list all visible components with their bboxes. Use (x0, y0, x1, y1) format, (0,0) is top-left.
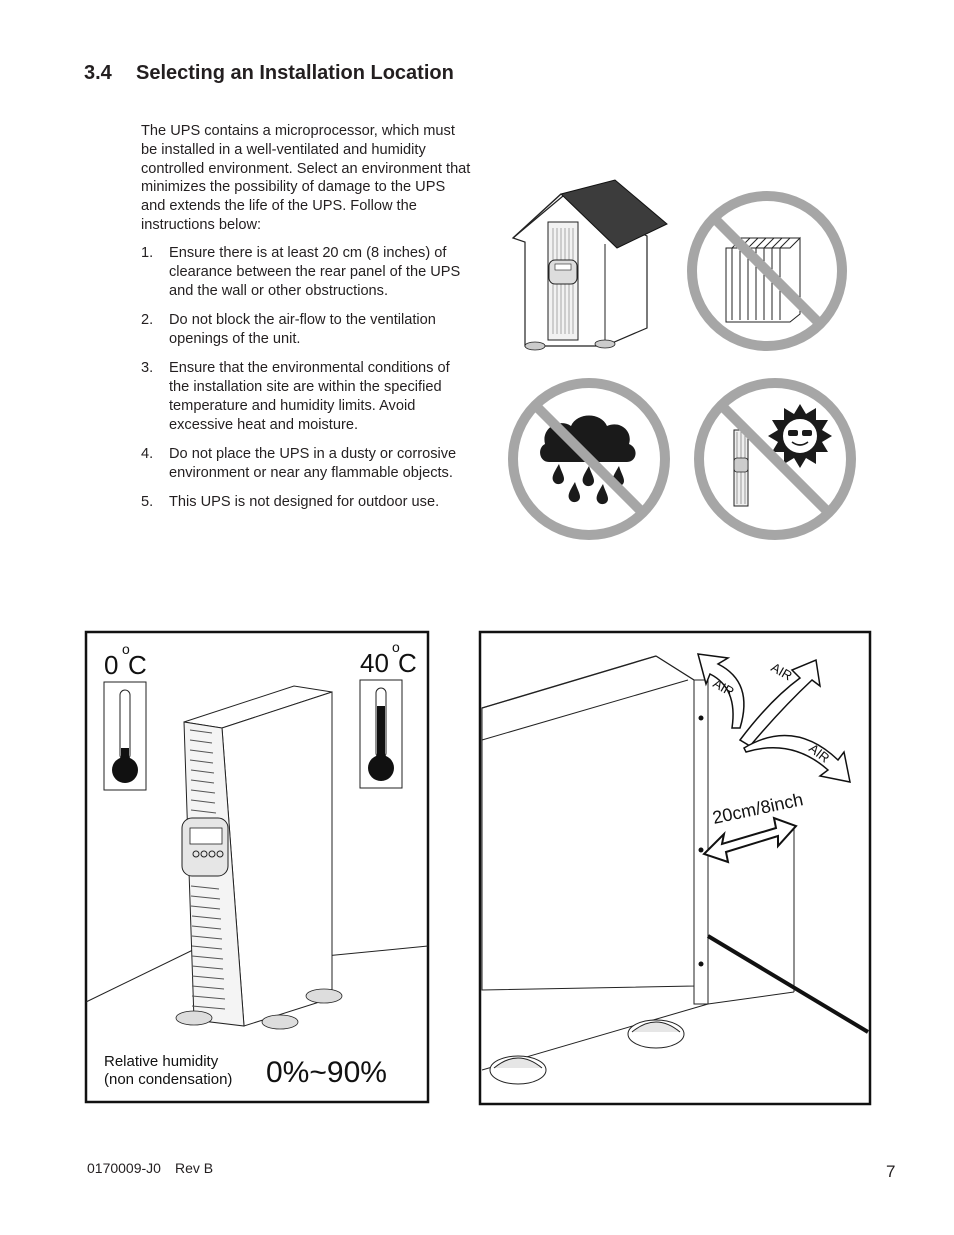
item-number: 5. (141, 494, 154, 511)
temp-high-unit: C (398, 648, 417, 678)
list-item: 3. Ensure that the environmental conditio… (141, 359, 473, 434)
humidity-range: 0%~90% (266, 1056, 387, 1089)
no-radiator-icon (687, 191, 847, 351)
clearance-figure: 20cm/8inch AIR AIR AIR (478, 630, 872, 1106)
thermometer-icon (359, 679, 403, 789)
airflow-arrow-icon (696, 653, 851, 783)
section-heading: 3.4 Selecting an Installation Location (84, 62, 454, 85)
list-item: 1. Ensure there is at least 20 cm (8 inch… (141, 244, 473, 300)
item-number: 1. (141, 245, 154, 261)
ups-foot-icon (489, 1055, 547, 1085)
degree-symbol: o (392, 639, 400, 655)
footer-document-code: 0170009-J0 Rev B (87, 1160, 213, 1176)
item-number: 2. (141, 311, 154, 328)
page-number: 7 (886, 1162, 896, 1181)
ups-foot-icon (627, 1019, 685, 1049)
item-text: Do not block the air-flow to the ventila… (169, 311, 436, 347)
degree-symbol: o (122, 641, 130, 657)
humidity-label-line1: Relative humidity (104, 1053, 219, 1070)
clearance-arrow-icon (702, 816, 798, 864)
list-item: 5. This UPS is not designed for outdoor u… (141, 493, 473, 512)
no-rain-icon (508, 378, 670, 540)
humidity-label-line2: (non condensation) (104, 1071, 232, 1088)
doc-code: 0170009-J0 (87, 1160, 161, 1176)
ups-tower-illustration (175, 685, 343, 1030)
item-text: Ensure there is at least 20 cm (8 inches… (169, 245, 461, 299)
no-sun-icon (694, 378, 856, 540)
temp-high-value: 40 (360, 648, 389, 678)
environment-figure: 0 o C 40 o C Relative humidity (non cond… (84, 630, 430, 1104)
section-number: 3.4 (84, 62, 112, 84)
section-title: Selecting an Installation Location (136, 62, 454, 84)
doc-revision: Rev B (174, 1160, 214, 1176)
temp-low-value: 0 (104, 650, 118, 680)
instruction-list: 1. Ensure there is at least 20 cm (8 inch… (141, 244, 473, 523)
intro-paragraph: The UPS contains a microprocessor, which… (141, 123, 471, 233)
temp-low-unit: C (128, 650, 147, 680)
item-number: 4. (141, 445, 154, 462)
item-number: 3. (141, 360, 154, 377)
list-item: 4. Do not place the UPS in a dusty or cor… (141, 445, 473, 483)
thermometer-icon (103, 681, 147, 791)
house-shelter-icon (511, 179, 668, 351)
item-text: Ensure that the environmental conditions… (169, 360, 450, 433)
item-text: Do not place the UPS in a dusty or corro… (169, 445, 457, 481)
item-text: This UPS is not designed for outdoor use… (169, 494, 440, 511)
list-item: 2. Do not block the air-flow to the venti… (141, 311, 473, 349)
